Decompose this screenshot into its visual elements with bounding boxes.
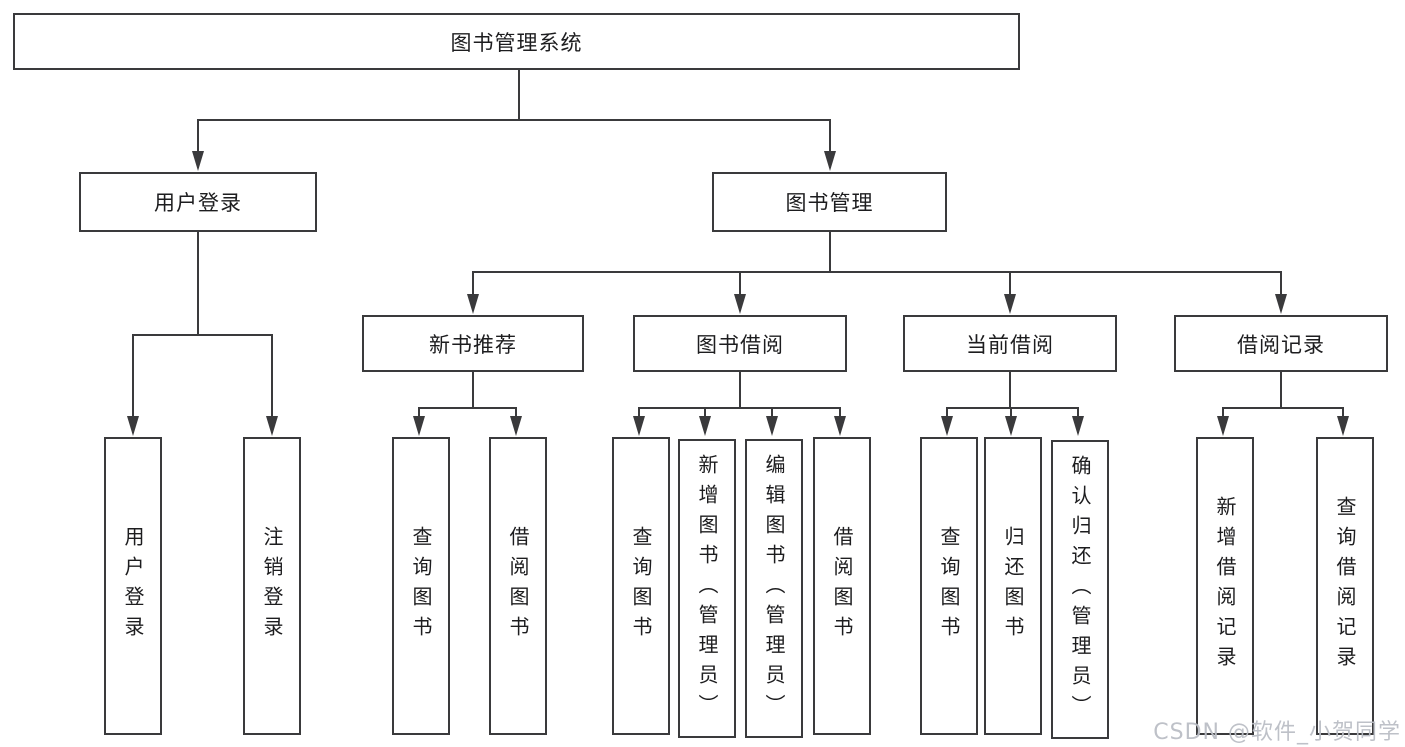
leaf-logout-label: 注销登录 — [260, 526, 284, 646]
leaf-recommend-borrow-books: 借阅图书 — [489, 437, 547, 735]
node-user-login-label: 用户登录 — [154, 191, 242, 215]
leaf-current-confirm-return-admin: 确认归还（管理员） — [1051, 440, 1109, 739]
leaf-recommend-borrow-books-label: 借阅图书 — [506, 526, 530, 646]
node-book-management: 图书管理 — [712, 172, 947, 232]
node-borrowing-records-label: 借阅记录 — [1237, 332, 1325, 357]
leaf-current-return-books-label: 归还图书 — [1001, 526, 1025, 646]
node-user-login: 用户登录 — [79, 172, 317, 232]
node-current-borrowing: 当前借阅 — [903, 315, 1117, 372]
leaf-records-add-record: 新增借阅记录 — [1196, 437, 1254, 735]
leaf-current-return-books: 归还图书 — [984, 437, 1042, 735]
node-book-borrowing: 图书借阅 — [633, 315, 847, 372]
node-borrowing-records: 借阅记录 — [1174, 315, 1388, 372]
leaf-borrowing-add-books-admin: 新增图书（管理员） — [678, 439, 736, 738]
leaf-borrowing-borrow-books-label: 借阅图书 — [830, 526, 854, 646]
leaf-user-login: 用户登录 — [104, 437, 162, 735]
leaf-current-query-books: 查询图书 — [920, 437, 978, 735]
watermark: CSDN @软件_小贺同学 — [1153, 720, 1401, 745]
node-book-management-label: 图书管理 — [785, 191, 874, 215]
leaf-current-confirm-return-admin-label: 确认归还（管理员） — [1068, 454, 1092, 725]
leaf-user-login-label: 用户登录 — [121, 526, 145, 646]
leaf-current-query-books-label: 查询图书 — [937, 526, 961, 646]
leaf-logout: 注销登录 — [243, 437, 301, 735]
leaf-borrowing-edit-books-admin: 编辑图书（管理员） — [745, 439, 803, 738]
leaf-records-query-record: 查询借阅记录 — [1316, 437, 1374, 735]
node-new-book-recommend-label: 新书推荐 — [429, 332, 517, 357]
leaf-records-add-record-label: 新增借阅记录 — [1213, 496, 1237, 676]
leaf-borrowing-add-books-admin-label: 新增图书（管理员） — [695, 453, 719, 724]
node-book-borrowing-label: 图书借阅 — [696, 332, 784, 357]
leaf-borrowing-borrow-books: 借阅图书 — [813, 437, 871, 735]
leaf-borrowing-edit-books-admin-label: 编辑图书（管理员） — [762, 453, 786, 724]
node-new-book-recommend: 新书推荐 — [362, 315, 584, 372]
leaf-borrowing-query-books: 查询图书 — [612, 437, 670, 735]
leaf-records-query-record-label: 查询借阅记录 — [1333, 496, 1357, 676]
node-library-system-label: 图书管理系统 — [450, 30, 583, 55]
leaf-recommend-query-books: 查询图书 — [392, 437, 450, 735]
leaf-borrowing-query-books-label: 查询图书 — [629, 526, 653, 646]
node-library-system: 图书管理系统 — [13, 13, 1020, 70]
leaf-recommend-query-books-label: 查询图书 — [409, 526, 433, 646]
node-current-borrowing-label: 当前借阅 — [966, 332, 1054, 357]
